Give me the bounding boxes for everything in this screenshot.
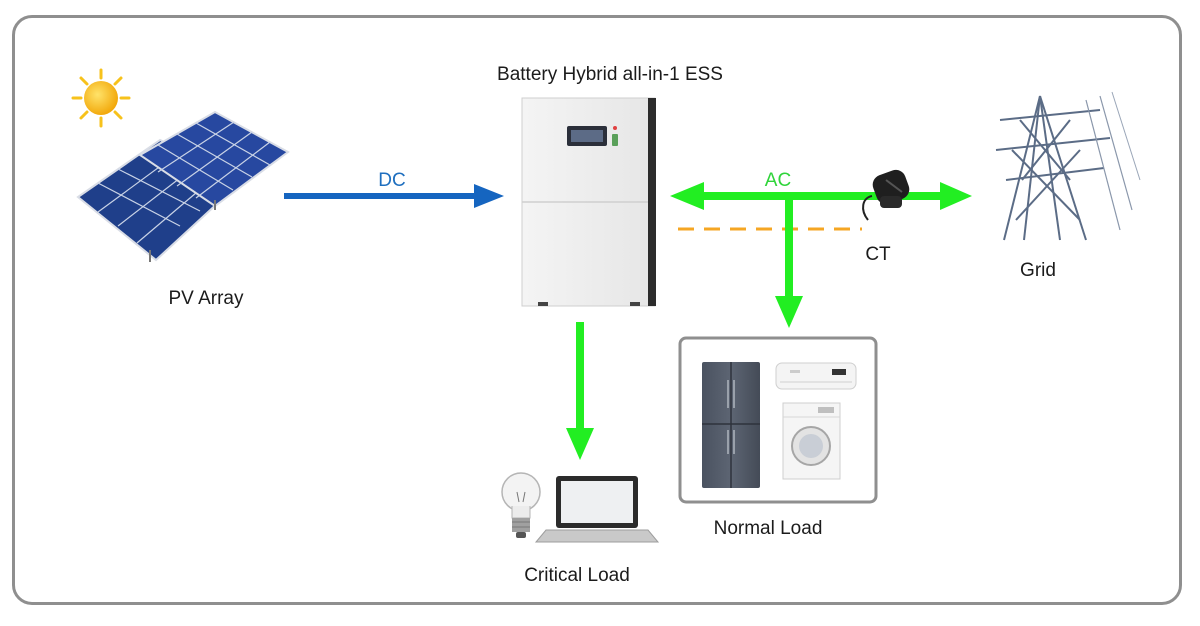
washing-machine-icon (782, 402, 841, 480)
ct-label: CT (865, 244, 891, 265)
ess-cabinet-icon (521, 97, 656, 307)
ess-title: Battery Hybrid all-in-1 ESS (497, 64, 723, 85)
normal-load-box (678, 336, 878, 504)
normal-load-label: Normal Load (713, 518, 823, 539)
dc-arrow (284, 184, 504, 208)
ct-clamp-icon (862, 169, 910, 221)
critical-load-label: Critical Load (524, 565, 630, 586)
critical-load-arrow (566, 322, 594, 460)
light-bulb-icon (501, 472, 541, 538)
air-conditioner-icon (775, 362, 857, 390)
dc-label: DC (378, 170, 406, 191)
laptop-icon (534, 476, 660, 543)
sun-icon (71, 68, 131, 128)
ac-arrow (670, 182, 972, 328)
solar-panel-icon (76, 110, 290, 262)
refrigerator-icon (702, 362, 760, 488)
transmission-tower-icon (995, 91, 1141, 241)
grid-label: Grid (1020, 260, 1056, 281)
pv-array-label: PV Array (168, 288, 244, 309)
ac-label: AC (764, 170, 792, 191)
